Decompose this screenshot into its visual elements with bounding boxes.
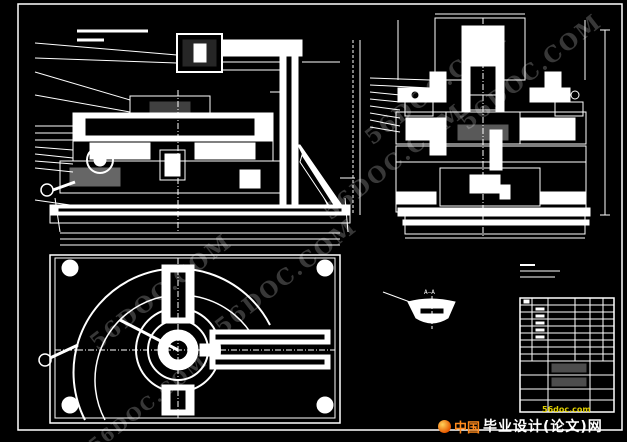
footer-url[interactable]: 56doc.com [542, 405, 591, 414]
front-view [34, 29, 361, 246]
technical-notes [520, 264, 560, 278]
drawing-border [17, 3, 623, 431]
section-a-a-detail [382, 291, 456, 330]
plan-view [38, 254, 341, 424]
globe-icon [438, 419, 451, 433]
title-block [519, 297, 615, 413]
footer-site-name: 毕业设计(论文)网 [483, 419, 603, 435]
footer-brand: 中国 [454, 420, 481, 436]
section-a-a-label: A—A [424, 289, 435, 296]
side-view [369, 13, 610, 239]
footer-logo[interactable]: 中国 毕业设计(论文)网 [438, 416, 603, 436]
